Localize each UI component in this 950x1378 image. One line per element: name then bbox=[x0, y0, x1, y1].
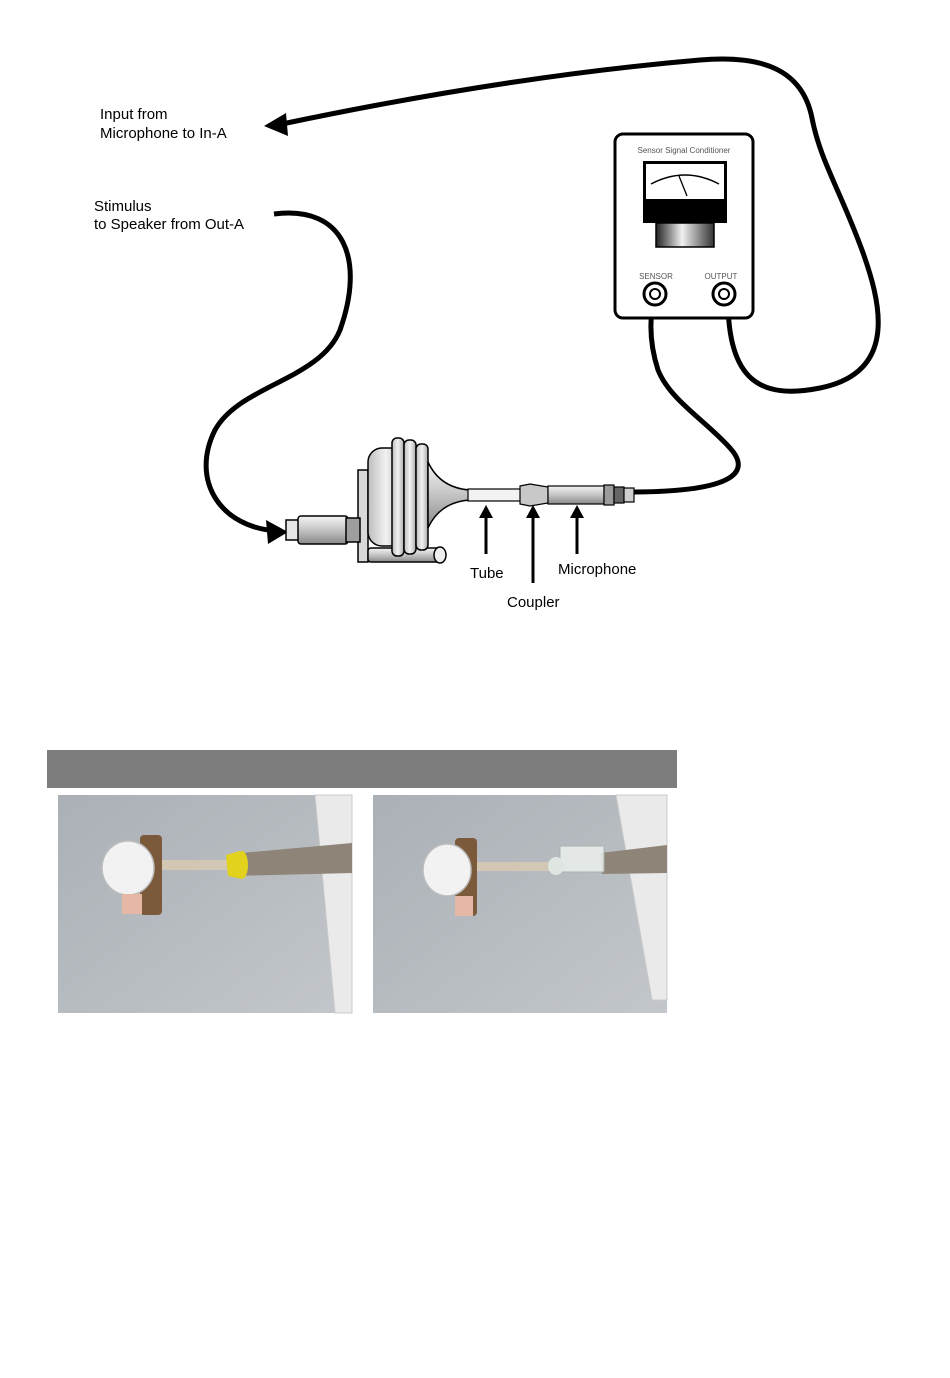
tube-assembly bbox=[468, 484, 634, 506]
photo-clear-coupler bbox=[373, 795, 667, 1013]
output-label: OUTPUT bbox=[705, 272, 738, 281]
microphone-label: Microphone bbox=[558, 561, 636, 578]
coupler-label: Coupler bbox=[507, 594, 560, 611]
tube-label: Tube bbox=[470, 565, 504, 582]
output-jack[interactable] bbox=[713, 283, 735, 305]
stimulus-label-line2: to Speaker from Out-A bbox=[94, 216, 244, 233]
sensor-jack[interactable] bbox=[644, 283, 666, 305]
speaker-assembly bbox=[286, 438, 470, 563]
tube bbox=[468, 489, 522, 501]
output-to-input-cable bbox=[282, 59, 878, 391]
coupler bbox=[520, 484, 548, 506]
yellow-coupler-rim bbox=[236, 851, 248, 879]
input-arrowhead bbox=[264, 113, 288, 136]
speaker-disc-1 bbox=[392, 438, 404, 556]
stimulus-cable bbox=[206, 213, 350, 531]
speaker-disc-2 bbox=[404, 440, 416, 554]
speaker-disc-3 bbox=[416, 444, 428, 550]
microphone-to-sensor-cable bbox=[630, 310, 738, 492]
microphone-body bbox=[548, 486, 604, 504]
gray-banner bbox=[47, 750, 677, 788]
speaker-connector bbox=[298, 516, 348, 544]
meter-base bbox=[656, 223, 714, 247]
speaker-horn bbox=[428, 462, 470, 528]
stimulus-arrowhead bbox=[266, 520, 288, 544]
photo-yellow-coupler bbox=[58, 795, 352, 1013]
stimulus-label-line1: Stimulus bbox=[94, 198, 152, 215]
mount-plate bbox=[358, 470, 368, 562]
input-label-line2: Microphone to In-A bbox=[100, 125, 227, 142]
clear-coupler bbox=[548, 857, 564, 875]
signal-conditioner-box: Sensor Signal Conditioner SENSOR OUTPUT bbox=[615, 134, 753, 318]
sensor-label: SENSOR bbox=[639, 272, 673, 281]
conditioner-title: Sensor Signal Conditioner bbox=[638, 146, 731, 155]
input-label-line1: Input from bbox=[100, 106, 168, 123]
